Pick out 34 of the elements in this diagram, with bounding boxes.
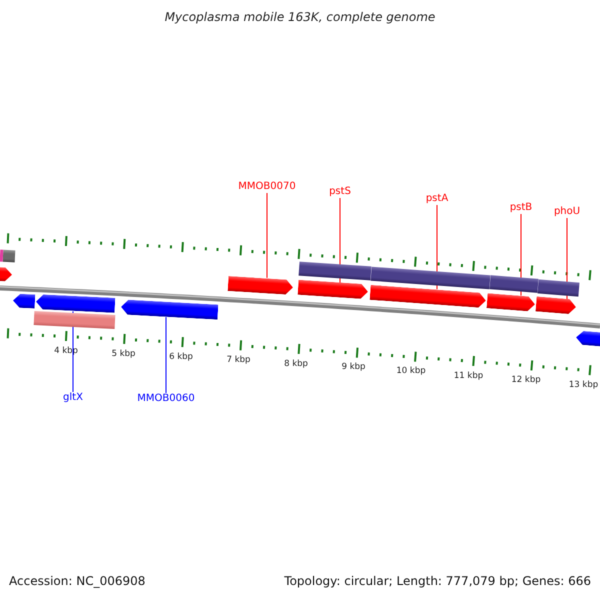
gene-feature <box>486 292 536 312</box>
gene-feature <box>120 300 218 320</box>
genome-info-text: Topology: circular; Length: 777,079 bp; Genes: 666 <box>284 574 591 588</box>
feature-bar <box>298 262 372 281</box>
scale-label: 13 kbp <box>568 380 598 390</box>
feature-bar <box>490 275 538 293</box>
gene-feature <box>298 280 368 300</box>
gene-label: pstS <box>329 186 351 198</box>
scale-label: 10 kbp <box>396 366 426 376</box>
leader-line <box>266 192 268 278</box>
gene-label: phoU <box>554 206 580 218</box>
feature-bar <box>0 250 16 263</box>
gene-label: MMOB0070 <box>238 181 296 193</box>
gene-label: pstA <box>426 193 448 205</box>
accession-text: Accession: NC_006908 <box>9 574 146 588</box>
title: Mycoplasma mobile 163K, complete genome <box>164 10 436 24</box>
gene-feature <box>228 276 294 294</box>
feature-bar <box>538 278 580 296</box>
scale-label: 6 kbp <box>169 352 193 362</box>
gene-label: pstB <box>510 202 532 214</box>
gene-feature <box>370 284 486 308</box>
scale-label: 8 kbp <box>284 358 308 369</box>
gene-feature <box>12 294 36 309</box>
scale-label: 7 kbp <box>226 355 250 366</box>
scale-label: 5 kbp <box>112 348 136 359</box>
scale-label: 11 kbp <box>454 370 484 381</box>
gene-feature <box>36 294 116 314</box>
gene-label: gltX <box>63 392 83 404</box>
gene-feature <box>535 296 577 315</box>
scale-label: 9 kbp <box>342 362 366 372</box>
gene-label: MMOB0060 <box>137 393 195 405</box>
scale-label: 12 kbp <box>511 374 541 385</box>
feature-bar <box>34 311 116 330</box>
feature-bar <box>370 266 490 290</box>
